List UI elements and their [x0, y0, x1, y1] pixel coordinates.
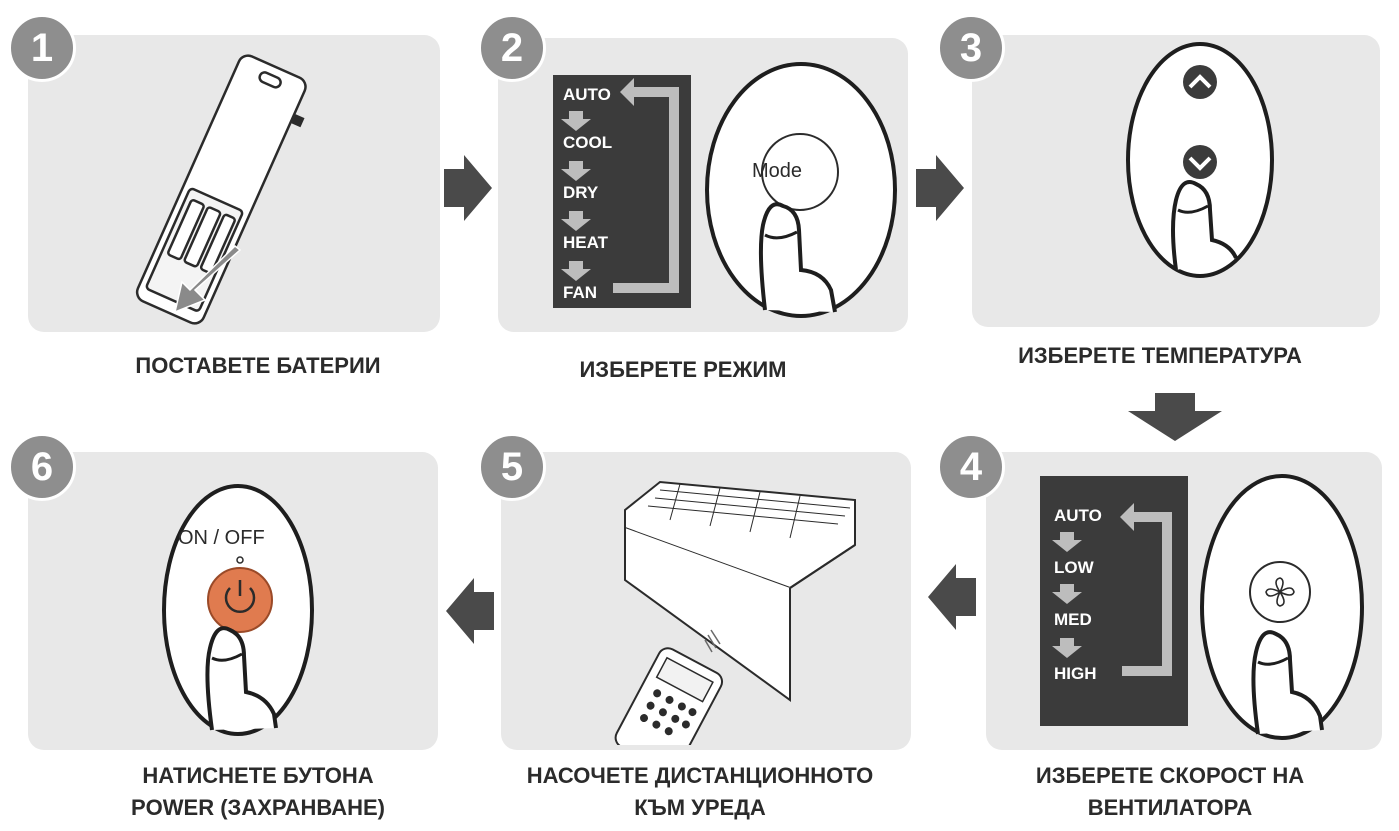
step-1-caption: ПОСТАВЕТЕ БАТЕРИИ: [135, 353, 381, 378]
temperature-remote: [1126, 42, 1274, 278]
step-3-badge: 3: [937, 14, 1005, 82]
step-4-badge: 4: [937, 433, 1005, 501]
fan-speed-high: HIGH: [1054, 664, 1097, 683]
arrow-1-to-2: [444, 155, 492, 221]
step-2-caption: ИЗБЕРЕТЕ РЕЖИМ: [579, 357, 787, 382]
remote-battery-illustration: [135, 54, 307, 325]
fan-cycle-arrows: [1052, 503, 1172, 676]
ac-unit-illustration: [614, 480, 856, 745]
mode-list: AUTO COOL DRY HEAT FAN: [553, 75, 691, 308]
power-button[interactable]: [208, 568, 272, 632]
step-6-caption-line2: POWER (ЗАХРАНВАНЕ): [131, 795, 385, 820]
mode-fan: FAN: [563, 283, 597, 302]
fan-speed-med: MED: [1054, 610, 1092, 629]
fan-speed-list: AUTO LOW MED HIGH: [1040, 476, 1188, 726]
step-3-caption: ИЗБЕРЕТЕ ТЕМПЕРАТУРА: [1018, 343, 1302, 368]
step-4-caption: ИЗБЕРЕТЕ СКОРОСТ НА ВЕНТИЛАТОРА: [975, 760, 1365, 824]
arrow-3-to-4: [1128, 393, 1222, 441]
temp-down-icon[interactable]: [1183, 145, 1217, 179]
step-1-badge: 1: [8, 14, 76, 82]
step-6-caption-line1: НАТИСНЕТЕ БУТОНА: [142, 763, 374, 788]
step-4-caption-line1: ИЗБЕРЕТЕ СКОРОСТ НА: [1035, 763, 1305, 788]
step-6-caption: НАТИСНЕТЕ БУТОНА POWER (ЗАХРАНВАНЕ): [28, 760, 488, 824]
mode-cycle-arrows: [561, 78, 679, 293]
mode-cool: COOL: [563, 133, 613, 152]
power-remote: [162, 484, 314, 736]
mode-button[interactable]: Mode: [752, 160, 803, 182]
step-5-caption-line2: КЪМ УРЕДА: [634, 795, 766, 820]
step-5-caption: НАСОЧЕТЕ ДИСТАНЦИОННОТО КЪМ УРЕДА: [460, 760, 940, 824]
temp-up-icon[interactable]: [1183, 65, 1217, 99]
step-4-caption-line2: ВЕНТИЛАТОРА: [1087, 795, 1253, 820]
fan-speed-auto: AUTO: [1054, 506, 1102, 525]
step-2-badge: 2: [478, 14, 546, 82]
step-6-badge: 6: [8, 433, 76, 501]
mode-auto: AUTO: [563, 85, 611, 104]
step-5-caption-line1: НАСОЧЕТЕ ДИСТАНЦИОННОТО: [526, 763, 874, 788]
fan-speed-low: LOW: [1054, 558, 1094, 577]
arrow-4-to-5: [928, 564, 976, 630]
step-5-badge: 5: [478, 433, 546, 501]
mode-remote: [705, 62, 897, 318]
fan-icon[interactable]: [1262, 574, 1298, 610]
arrow-5-to-6: [446, 578, 494, 644]
mode-dry: DRY: [563, 183, 599, 202]
power-button-label: ON / OFF: [178, 527, 265, 549]
arrow-2-to-3: [916, 155, 964, 221]
mode-heat: HEAT: [563, 233, 609, 252]
fan-remote: [1200, 474, 1364, 740]
